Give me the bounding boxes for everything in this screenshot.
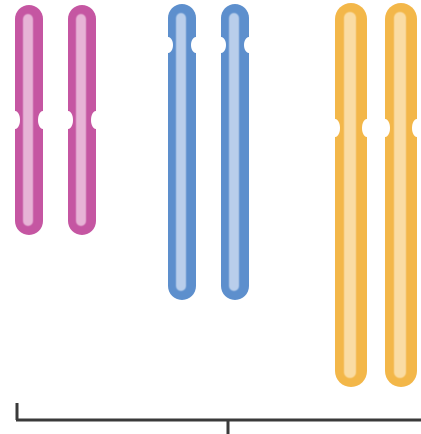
- chromosome-3b: [380, 3, 421, 387]
- chromosome-pair-3: [330, 3, 421, 387]
- chromosome-2a: [163, 4, 201, 300]
- chromosome-1a: [10, 5, 48, 235]
- chromosome-2b: [216, 4, 254, 300]
- chromosome-1b: [63, 5, 101, 235]
- chromosome-pair-1: [10, 5, 101, 235]
- chromosome-pair-2: [163, 4, 254, 300]
- grouping-bracket: [16, 403, 421, 434]
- chromosome-3a: [330, 3, 372, 387]
